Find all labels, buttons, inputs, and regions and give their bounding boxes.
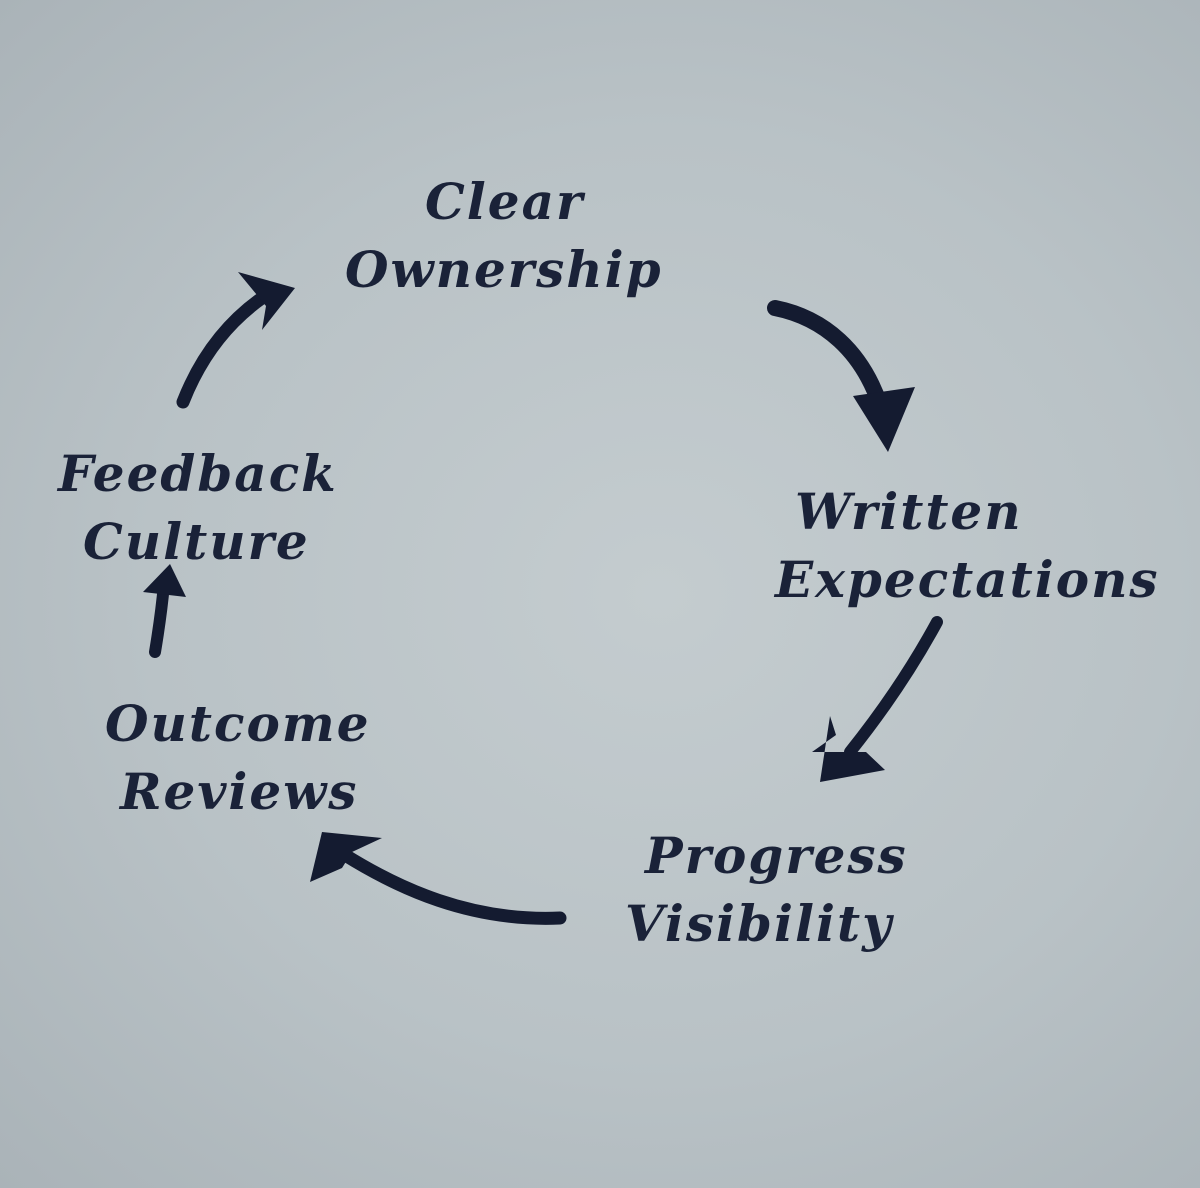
- node-feedback-culture: Feedback Culture: [58, 440, 338, 576]
- node-feedback-culture-line-1: Feedback: [58, 444, 338, 503]
- node-progress-visibility-line-2: Visibility: [625, 894, 894, 953]
- node-written-expectations-line-2: Expectations: [775, 550, 1160, 609]
- node-written-expectations: Written Expectations: [775, 478, 1160, 614]
- arrow-progress-to-outcome-head: [310, 832, 382, 882]
- arrow-clear-to-written-shaft: [767, 300, 888, 413]
- arrow-outcome-to-feedback: [143, 564, 186, 658]
- arrow-written-to-progress-shaft: [844, 616, 943, 758]
- arrow-feedback-to-clear-head: [238, 272, 295, 330]
- node-outcome-reviews: Outcome Reviews: [105, 690, 371, 826]
- node-feedback-culture-line-2: Culture: [83, 512, 310, 571]
- arrow-feedback-to-clear: [176, 272, 295, 409]
- arrow-written-to-progress-head: [812, 716, 885, 782]
- arrow-outcome-to-feedback-head: [143, 564, 186, 597]
- arrow-written-to-progress: [812, 616, 943, 782]
- node-written-expectations-line-1: Written: [795, 482, 1023, 541]
- node-progress-visibility-line-1: Progress: [645, 826, 908, 885]
- node-clear-ownership-line-2: Ownership: [345, 240, 663, 299]
- node-clear-ownership-line-1: Clear: [425, 172, 585, 231]
- node-clear-ownership: Clear Ownership: [345, 168, 663, 304]
- arrow-feedback-to-clear-shaft: [176, 291, 269, 409]
- node-outcome-reviews-line-2: Reviews: [120, 762, 359, 821]
- arrow-progress-to-outcome-shaft: [338, 848, 567, 925]
- arrow-clear-to-written-head: [853, 387, 915, 452]
- arrow-clear-to-written: [767, 300, 915, 452]
- node-outcome-reviews-line-1: Outcome: [105, 694, 371, 753]
- node-progress-visibility: Progress Visibility: [625, 822, 908, 958]
- arrow-progress-to-outcome: [310, 832, 567, 925]
